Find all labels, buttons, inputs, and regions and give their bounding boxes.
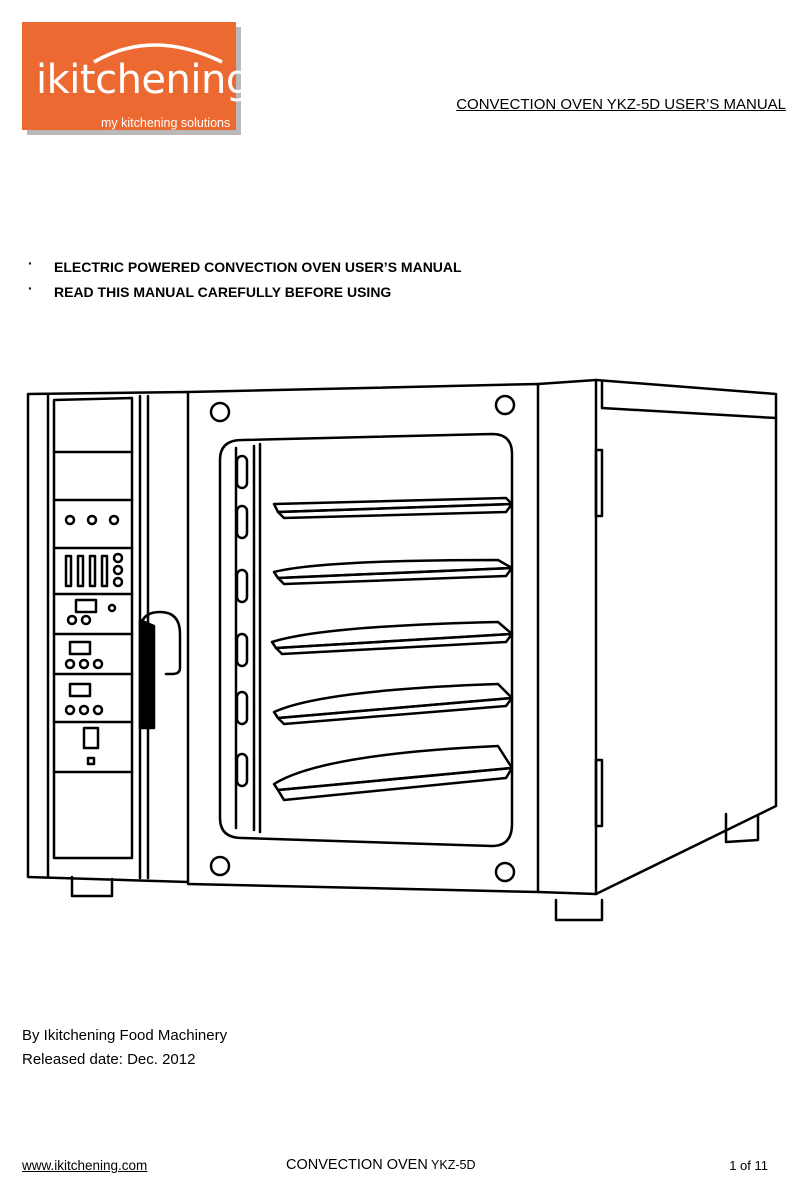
logo-arc-icon — [93, 43, 223, 64]
bullet-marker: · — [28, 255, 33, 271]
website-link[interactable]: www.ikitchening.com — [22, 1158, 148, 1173]
bullet-marker: · — [28, 280, 33, 296]
footer-product-name: CONVECTION OVEN — [286, 1157, 428, 1173]
list-item: · ELECTRIC POWERED CONVECTION OVEN USER’… — [28, 255, 462, 282]
release-date: Released date: Dec. 2012 — [22, 1051, 196, 1068]
bullet-text: ELECTRIC POWERED CONVECTION OVEN USER’S … — [54, 259, 462, 275]
list-item: · READ THIS MANUAL CAREFULLY BEFORE USIN… — [28, 280, 462, 307]
logo-name: ikitchening — [36, 57, 251, 103]
page-number: 1 of 11 — [729, 1158, 768, 1173]
bullet-text: READ THIS MANUAL CAREFULLY BEFORE USING — [54, 284, 392, 300]
footer-model: YKZ-5D — [427, 1158, 476, 1172]
brand-logo: ikitchening my kitchening solutions — [22, 22, 251, 130]
publisher-line: By Ikitchening Food Machinery — [22, 1027, 228, 1044]
footer-product: CONVECTION OVEN YKZ-5D — [286, 1157, 476, 1173]
convection-oven-illustration — [26, 378, 778, 922]
notice-list: · ELECTRIC POWERED CONVECTION OVEN USER’… — [28, 255, 462, 307]
logo-tagline: my kitchening solutions — [101, 116, 231, 130]
manual-title: CONVECTION OVEN YKZ-5D USER’S MANUAL — [456, 96, 786, 113]
